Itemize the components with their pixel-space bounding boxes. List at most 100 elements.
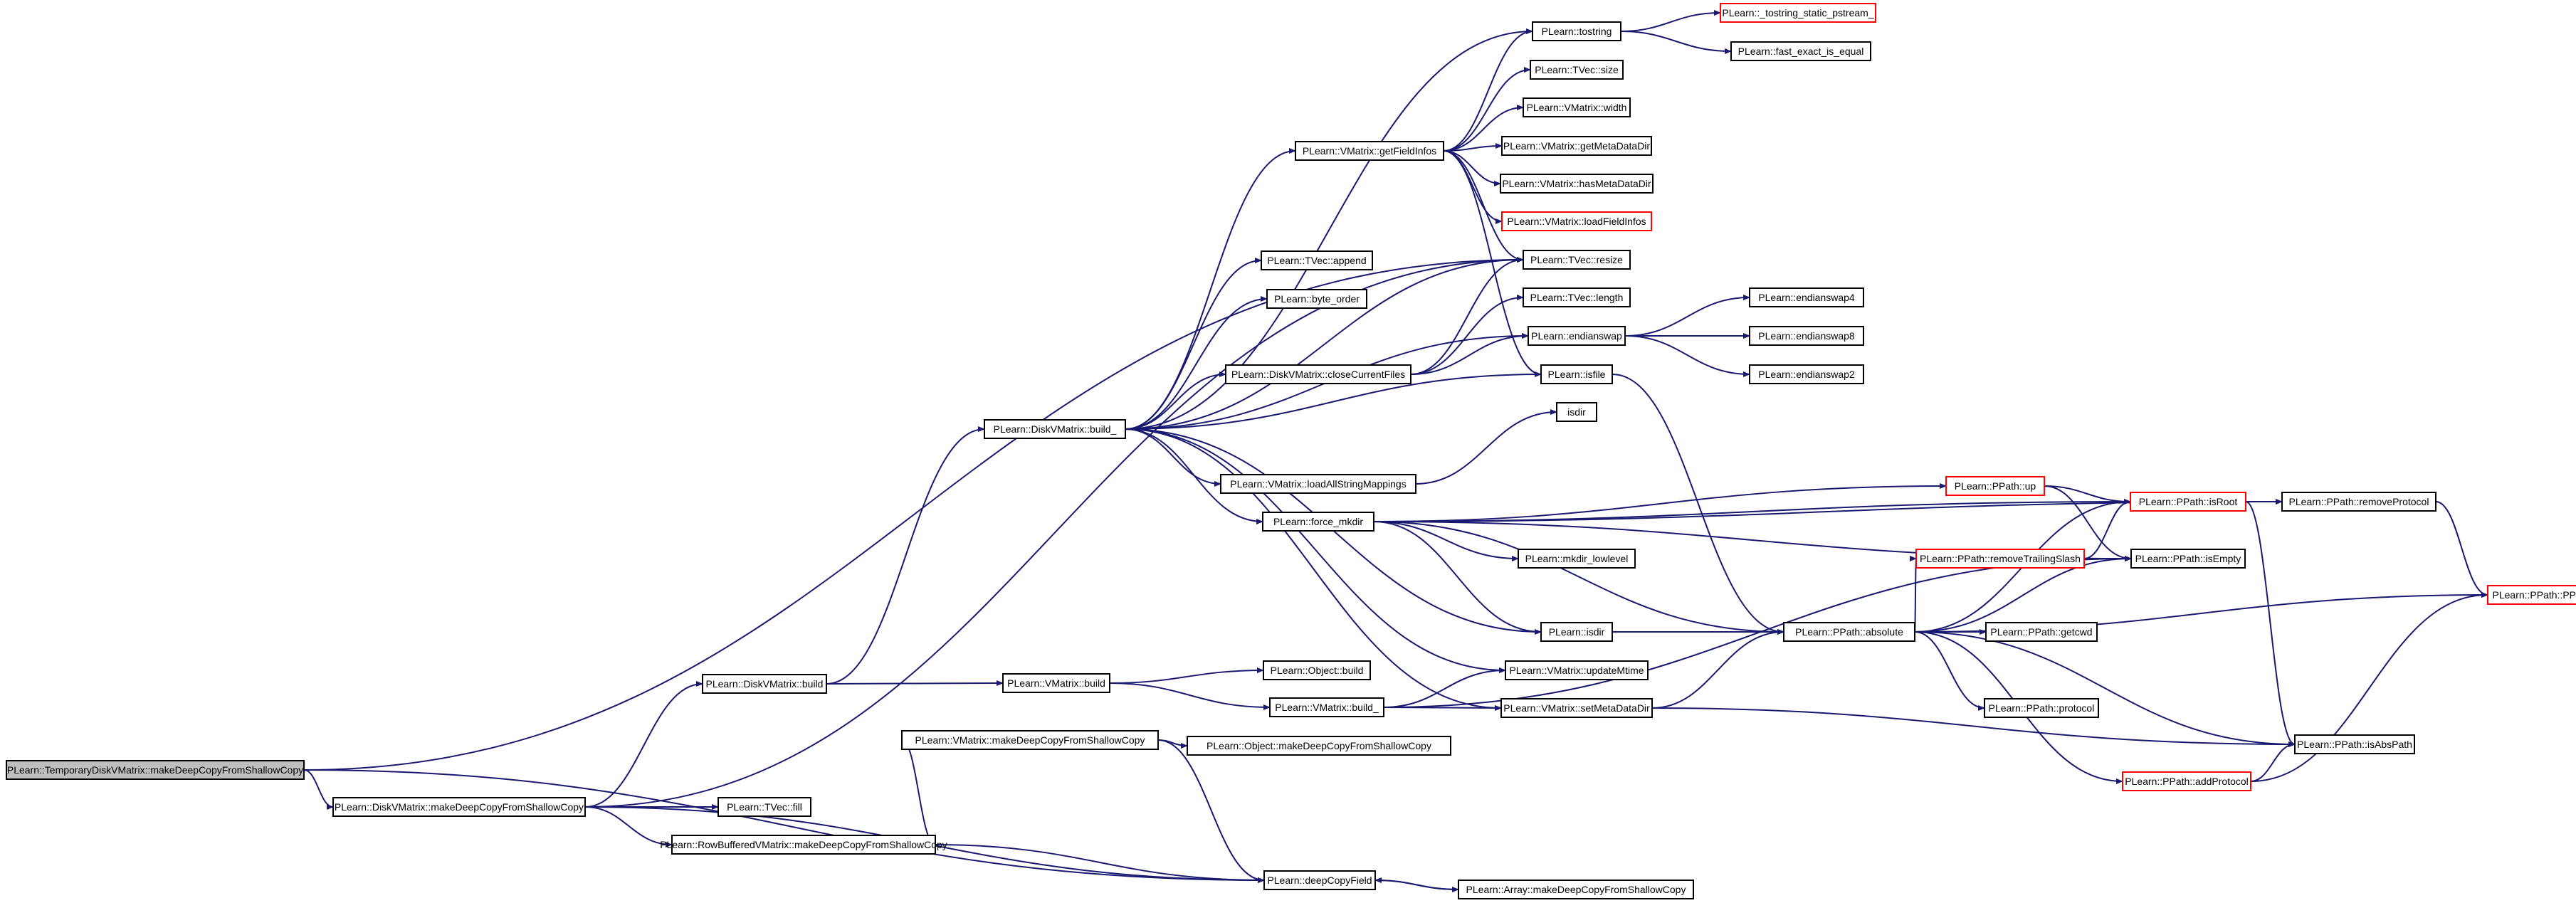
node-ppath-ppath[interactable]: PLearn::PPath::PPath <box>2487 585 2576 605</box>
node-box[interactable] <box>1730 41 1871 61</box>
node-box[interactable] <box>1295 141 1444 161</box>
node-force-mkdir[interactable]: PLearn::force_mkdir <box>1262 512 1374 532</box>
node-tvec-length[interactable]: PLearn::TVec::length <box>1523 287 1631 307</box>
node-mkdir-lowlevel[interactable]: PLearn::mkdir_lowlevel <box>1518 549 1636 569</box>
node-ppath-addprotocol[interactable]: PLearn::PPath::addProtocol <box>2122 771 2251 791</box>
node-dvm-mdc[interactable]: PLearn::DiskVMatrix::makeDeepCopyFromSha… <box>332 797 586 817</box>
node-box[interactable] <box>1540 622 1613 642</box>
node-box[interactable] <box>1187 736 1451 756</box>
node-box[interactable] <box>1945 476 2045 496</box>
node-ppath-isabspath[interactable]: PLearn::PPath::isAbsPath <box>2294 734 2415 754</box>
node-box[interactable] <box>1985 622 2098 642</box>
node-box[interactable] <box>2122 771 2251 791</box>
node-ppath-removeprotocol[interactable]: PLearn::PPath::removeProtocol <box>2281 492 2436 512</box>
node-ppath-isempty[interactable]: PLearn::PPath::isEmpty <box>2130 549 2246 569</box>
node-endianswap8[interactable]: PLearn::endianswap8 <box>1749 326 1864 346</box>
node-box[interactable] <box>2281 492 2436 512</box>
node-root[interactable]: PLearn::TemporaryDiskVMatrix::makeDeepCo… <box>6 760 305 780</box>
node-closecurrentfiles[interactable]: PLearn::DiskVMatrix::closeCurrentFiles <box>1225 364 1411 384</box>
node-tostring-static[interactable]: PLearn::_tostring_static_pstream_ <box>1720 3 1876 23</box>
node-box[interactable] <box>1458 880 1694 899</box>
node-box[interactable] <box>2294 734 2415 754</box>
node-box[interactable] <box>1556 402 1597 422</box>
node-vm-getmetadatadir[interactable]: PLearn::VMatrix::getMetaDataDir <box>1501 136 1652 156</box>
node-dvm-build-[interactable]: PLearn::DiskVMatrix::build_ <box>984 419 1126 439</box>
node-vm-setmetadatadir[interactable]: PLearn::VMatrix::setMetaDataDir <box>1500 698 1653 718</box>
node-box[interactable] <box>1263 870 1376 890</box>
node-box[interactable] <box>1720 3 1876 23</box>
node-box[interactable] <box>1266 289 1367 309</box>
node-box[interactable] <box>1749 326 1864 346</box>
node-box[interactable] <box>1002 673 1110 693</box>
node-box[interactable] <box>1262 512 1374 532</box>
node-rowbuffered-mdc[interactable]: PLearn::RowBufferedVMatrix::makeDeepCopy… <box>660 835 947 855</box>
node-box[interactable] <box>1269 697 1384 717</box>
node-ppath-up[interactable]: PLearn::PPath::up <box>1945 476 2045 496</box>
node-box[interactable] <box>1783 622 1915 642</box>
node-box[interactable] <box>901 730 1159 750</box>
node-vm-build-[interactable]: PLearn::VMatrix::build_ <box>1269 697 1384 717</box>
node-vm-loadfieldinfos[interactable]: PLearn::VMatrix::loadFieldInfos <box>1501 211 1652 231</box>
node-fast-exact[interactable]: PLearn::fast_exact_is_equal <box>1730 41 1871 61</box>
node-box[interactable] <box>6 760 305 780</box>
node-isfile[interactable]: PLearn::isfile <box>1540 364 1613 384</box>
node-box[interactable] <box>1915 549 2085 569</box>
node-box[interactable] <box>984 419 1126 439</box>
node-box[interactable] <box>717 797 811 817</box>
node-tvec-size[interactable]: PLearn::TVec::size <box>1530 60 1624 80</box>
node-box[interactable] <box>1518 549 1636 569</box>
node-box[interactable] <box>1523 97 1631 117</box>
node-array-mdc[interactable]: PLearn::Array::makeDeepCopyFromShallowCo… <box>1458 880 1694 899</box>
node-ppath-protocol[interactable]: PLearn::PPath::protocol <box>1984 698 2099 718</box>
node-vm-width[interactable]: PLearn::VMatrix::width <box>1523 97 1631 117</box>
node-box[interactable] <box>1500 698 1653 718</box>
node-box[interactable] <box>1540 364 1613 384</box>
node-box[interactable] <box>2487 585 2576 605</box>
node-box[interactable] <box>1749 287 1864 307</box>
node-tvec-resize[interactable]: PLearn::TVec::resize <box>1523 250 1631 270</box>
node-isdir[interactable]: PLearn::isdir <box>1540 622 1613 642</box>
node-box[interactable] <box>1984 698 2099 718</box>
node-box[interactable] <box>1261 250 1373 270</box>
node-ppath-absolute[interactable]: PLearn::PPath::absolute <box>1783 622 1915 642</box>
node-tvec-append[interactable]: PLearn::TVec::append <box>1261 250 1373 270</box>
node-deepcopyfield[interactable]: PLearn::deepCopyField <box>1263 870 1376 890</box>
node-box[interactable] <box>1528 326 1626 346</box>
node-object-build[interactable]: PLearn::Object::build <box>1263 660 1371 680</box>
node-box[interactable] <box>1523 250 1631 270</box>
node-box[interactable] <box>332 797 586 817</box>
node-vm-build[interactable]: PLearn::VMatrix::build <box>1002 673 1110 693</box>
node-dvm-build[interactable]: PLearn::DiskVMatrix::build <box>702 674 827 694</box>
node-isdir-plain[interactable]: isdir <box>1556 402 1597 422</box>
node-box[interactable] <box>2130 492 2246 512</box>
node-tvec-fill[interactable]: PLearn::TVec::fill <box>717 797 811 817</box>
node-box[interactable] <box>1500 174 1654 194</box>
node-box[interactable] <box>1501 211 1652 231</box>
node-box[interactable] <box>1501 136 1652 156</box>
node-endianswap[interactable]: PLearn::endianswap <box>1528 326 1626 346</box>
node-vm-hasmetadatadir[interactable]: PLearn::VMatrix::hasMetaDataDir <box>1500 174 1654 194</box>
node-box[interactable] <box>1505 660 1649 680</box>
node-vm-mdc[interactable]: PLearn::VMatrix::makeDeepCopyFromShallow… <box>901 730 1159 750</box>
node-box[interactable] <box>671 835 936 855</box>
node-ppath-isroot[interactable]: PLearn::PPath::isRoot <box>2130 492 2246 512</box>
node-object-mdc[interactable]: PLearn::Object::makeDeepCopyFromShallowC… <box>1187 736 1451 756</box>
node-endianswap4[interactable]: PLearn::endianswap4 <box>1749 287 1864 307</box>
node-ppath-removetrailingslash[interactable]: PLearn::PPath::removeTrailingSlash <box>1915 549 2085 569</box>
node-endianswap2[interactable]: PLearn::endianswap2 <box>1749 364 1864 384</box>
node-box[interactable] <box>1532 21 1621 41</box>
node-box[interactable] <box>2130 549 2246 569</box>
node-box[interactable] <box>1263 660 1371 680</box>
node-vm-getfieldinfos[interactable]: PLearn::VMatrix::getFieldInfos <box>1295 141 1444 161</box>
node-byte-order[interactable]: PLearn::byte_order <box>1266 289 1367 309</box>
node-box[interactable] <box>1523 287 1631 307</box>
node-ppath-getcwd[interactable]: PLearn::PPath::getcwd <box>1985 622 2098 642</box>
node-box[interactable] <box>702 674 827 694</box>
node-box[interactable] <box>1225 364 1411 384</box>
node-box[interactable] <box>1530 60 1624 80</box>
node-loadallstringmappings[interactable]: PLearn::VMatrix::loadAllStringMappings <box>1220 474 1416 494</box>
node-vm-updatemtime[interactable]: PLearn::VMatrix::updateMtime <box>1505 660 1649 680</box>
node-box[interactable] <box>1749 364 1864 384</box>
node-box[interactable] <box>1220 474 1416 494</box>
node-tostring[interactable]: PLearn::tostring <box>1532 21 1621 41</box>
